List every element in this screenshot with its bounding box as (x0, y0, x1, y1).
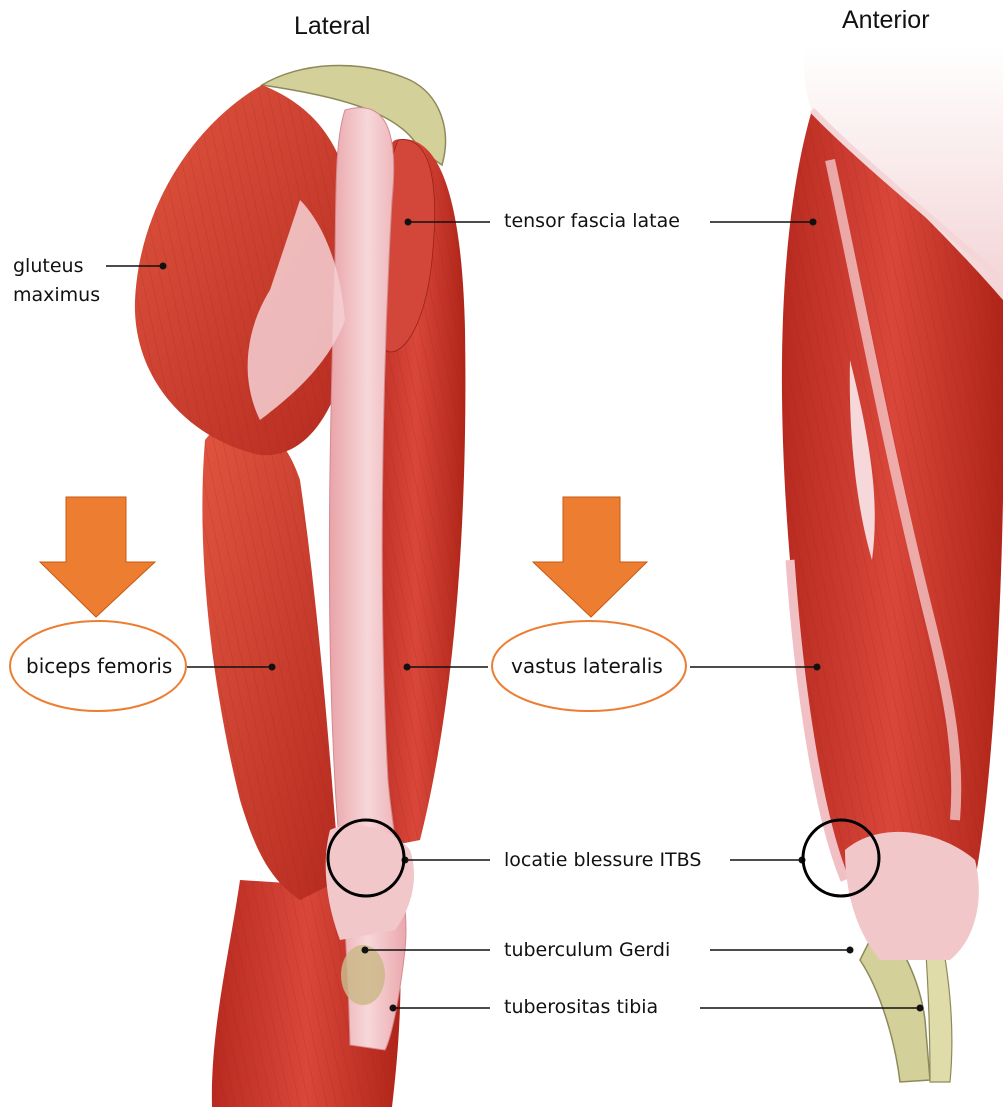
anterior-view-title: Anterior (842, 6, 930, 35)
biceps-femoris-label: biceps femoris (26, 655, 172, 677)
orange-down-arrow-icon (40, 497, 155, 617)
orange-down-arrow-icon (533, 497, 647, 617)
gerdy-tubercle (341, 945, 385, 1005)
vastus-lateralis-label: vastus lateralis (511, 655, 663, 677)
gluteus-label-line1: gluteus (13, 255, 83, 277)
anterior-thigh (782, 45, 1003, 1082)
tuberositas-tibia-label: tuberositas tibia (504, 996, 658, 1018)
tuberculum-gerdi-label: tuberculum Gerdi (504, 939, 670, 961)
anterior-knee-fascia (845, 832, 979, 960)
gluteus-label-line2: maximus (13, 284, 100, 306)
tensor-fascia-latae-label: tensor fascia latae (504, 210, 680, 232)
itbs-location-label: locatie blessure ITBS (504, 849, 701, 871)
lateral-view-title: Lateral (294, 12, 370, 41)
